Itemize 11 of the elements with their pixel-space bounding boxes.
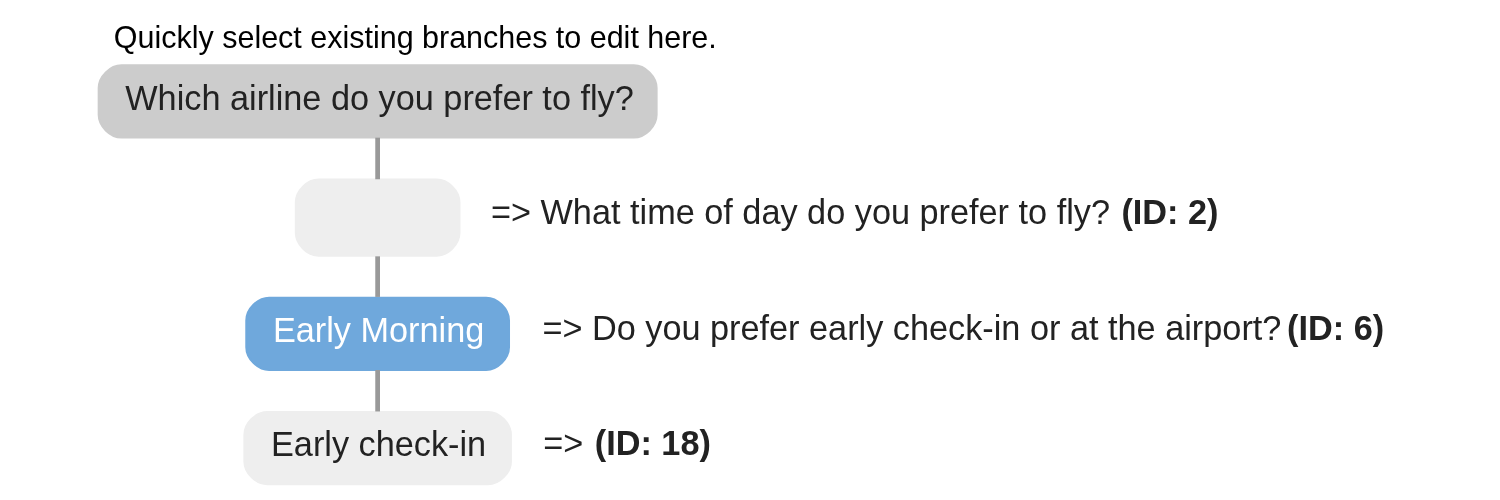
diagram-title: Quickly select existing branches to edit here. [113,19,717,54]
node-label: => What time of day do you prefer to fly? (ID: 2) [490,193,1219,232]
connector [375,370,381,412]
node-box: Early Morning [245,296,510,371]
connector [375,137,381,180]
node-label: => Do you prefer early check-in or at the airport? (ID: 6) [542,309,1385,348]
connector [375,256,381,297]
node-box [294,178,461,257]
node-box: Which airline do you prefer to fly? [97,64,658,139]
node-label: => (ID: 18) [543,423,711,462]
node-box: Early check-in [243,410,512,486]
